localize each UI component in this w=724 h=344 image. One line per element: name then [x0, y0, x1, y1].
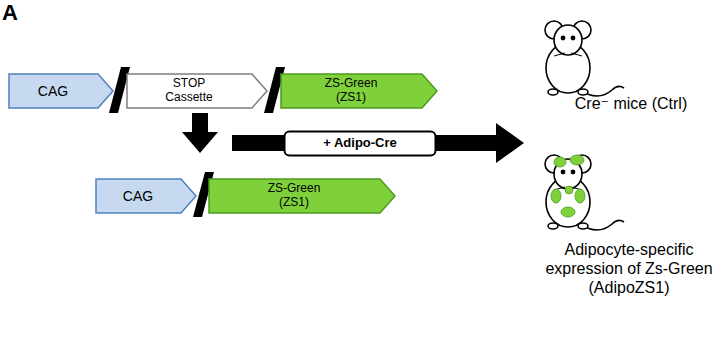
- reporter-box: ZS-Green (ZS1): [208, 178, 396, 214]
- promoter-box: CAG: [8, 73, 114, 109]
- cre-label-box: + Adipo-Cre: [283, 130, 437, 157]
- adipose-fluorescence: [551, 155, 585, 217]
- box-fill: [127, 74, 267, 108]
- box-fill: [96, 179, 196, 213]
- panel-letter: A: [2, 0, 42, 26]
- promoter-box: CAG: [95, 178, 197, 214]
- box-label: STOP Cassette: [154, 77, 224, 105]
- transition-arrow: [232, 123, 524, 163]
- reporter-box: ZS-Green (ZS1): [280, 73, 438, 109]
- box-fill: [285, 132, 436, 156]
- group-label: Adipocyte-specific expression of Zs-Gree…: [536, 240, 722, 298]
- box-fill: [9, 74, 113, 108]
- mouse-icon: [545, 155, 624, 230]
- box-fill: [209, 179, 395, 213]
- box-label: ZS-Green (ZS1): [313, 77, 389, 105]
- stop-cassette-box: STOP Cassette: [126, 73, 268, 109]
- box-label: + Adipo-Cre: [323, 136, 397, 151]
- recombination-arrow: [182, 113, 218, 153]
- box-label: CAG: [38, 83, 68, 99]
- box-fill: [281, 74, 437, 108]
- mouse-icon: [545, 21, 624, 96]
- box-label: ZS-Green (ZS1): [256, 182, 332, 210]
- box-label: CAG: [123, 188, 153, 204]
- group-label: Cre⁻ mice (Ctrl): [540, 94, 722, 113]
